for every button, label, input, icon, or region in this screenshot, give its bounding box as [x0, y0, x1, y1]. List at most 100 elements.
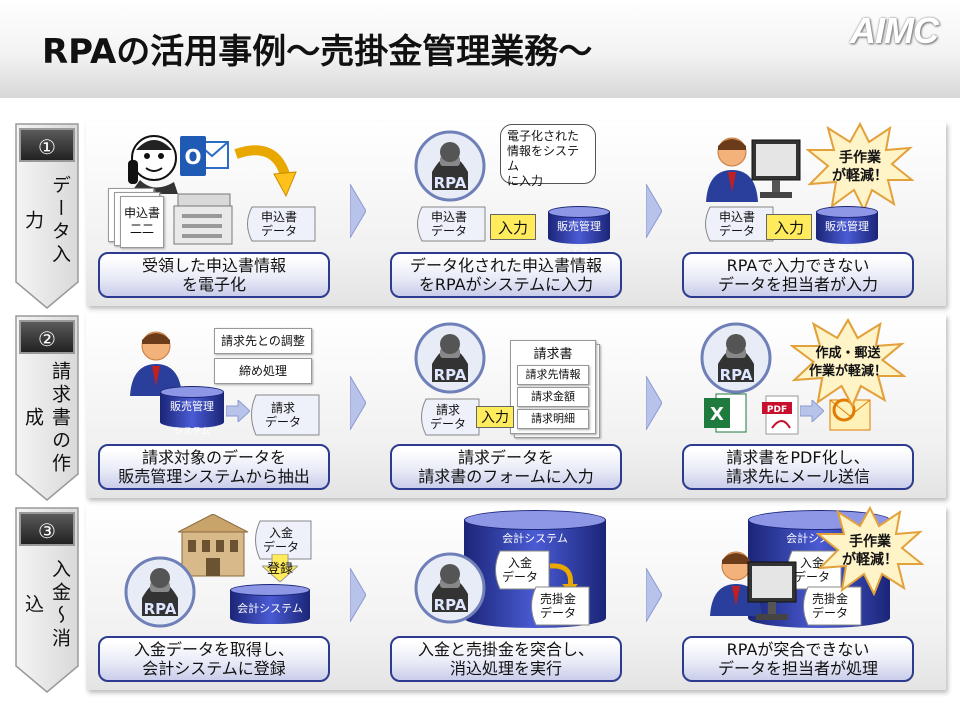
- doc-line-1: 申込書: [260, 210, 297, 224]
- deposit-data-doc: 入金 データ: [490, 550, 550, 590]
- bank-building-icon: [178, 514, 248, 577]
- rpa-robot-icon: RPA: [414, 130, 486, 202]
- rpa-text: RPA: [720, 366, 753, 384]
- receivable-data-doc: 売掛金 データ: [526, 586, 590, 626]
- caption-2-2: 請求データを 請求書のフォームに入力: [390, 444, 622, 490]
- step-number: ②: [19, 320, 75, 354]
- doc-line-2: データ: [501, 570, 538, 584]
- step-tab-2: ② 請求書の作成: [14, 314, 80, 502]
- burst-line: 作成・郵送: [815, 346, 881, 361]
- caption-line: 請求対象のデータを: [141, 448, 286, 467]
- caption-1-2: データ化された申込書情報 をRPAがシステムに入力: [390, 252, 622, 298]
- doc-line-2: データ: [718, 224, 755, 238]
- application-data-doc: 申込書 データ: [412, 206, 486, 242]
- rpa-text: RPA: [144, 600, 177, 618]
- accounting-system-db: 会計システム: [230, 584, 310, 626]
- doc-line-2: データ: [260, 224, 297, 238]
- flow-arrow-right: [350, 568, 366, 622]
- burst-line: 手作業: [839, 150, 881, 166]
- caption-line: データ化された申込書情報: [409, 256, 602, 275]
- rpa-text: RPA: [434, 596, 467, 614]
- caption-2-1: 請求対象のデータを 販売管理システムから抽出: [98, 444, 330, 490]
- caption-line: 会計システムに登録: [142, 659, 286, 678]
- doc-line-1: 申込書: [718, 210, 755, 224]
- burden-reduced-burst: 手作業が軽減！: [816, 506, 924, 596]
- doc-line-2: データ: [793, 570, 830, 584]
- rpa-callout: 電子化された 情報をシステム に入力: [500, 124, 596, 188]
- page-title: RPAの活用事例～売掛金管理業務～: [42, 32, 593, 72]
- curved-arrow-icon: [234, 145, 297, 198]
- invoice-field: 請求金額: [517, 387, 589, 407]
- flow-arrow-right: [646, 568, 662, 622]
- callout-line: に入力: [507, 174, 544, 188]
- mail-send-icon: [829, 398, 871, 431]
- doc-line-1: 売掛金: [539, 592, 576, 606]
- sales-system-db: 販売管理システム: [548, 206, 610, 257]
- svg-text:PDF: PDF: [767, 405, 787, 415]
- caption-line: 請求書をPDF化し、: [726, 448, 870, 467]
- caption-line: 販売管理システムから抽出: [118, 467, 310, 486]
- step-label: 請求書の作成: [22, 360, 71, 476]
- scanner-copier-icon: [173, 193, 233, 245]
- doc-line-1: 入金: [799, 556, 824, 570]
- step-tab-3: ③ 入金～消込: [14, 506, 80, 694]
- rpa-robot-icon: RPA: [124, 556, 196, 628]
- rpa-robot-icon: RPA: [414, 552, 486, 624]
- db-line: 販売管理: [557, 220, 601, 233]
- step-number: ①: [19, 128, 75, 162]
- caption-3-3: RPAが突合できない データを担当者が処理: [682, 636, 914, 682]
- doc-line-2: データ: [430, 224, 467, 238]
- caption-line: 請求書のフォームに入力: [418, 467, 594, 486]
- svg-text:X: X: [710, 404, 724, 425]
- burst-line: 手作業: [849, 534, 891, 550]
- invoice-form: 請求書 請求先情報 請求金額 請求明細: [510, 340, 600, 438]
- doc-line-1: 申込書: [430, 210, 467, 224]
- callout-line: 情報をシステム: [507, 144, 580, 173]
- arrow-down-icon: [262, 554, 298, 582]
- billing-data-doc: 請求 データ: [246, 394, 320, 436]
- doc-line-2: データ: [262, 540, 299, 554]
- doc-line-2: データ: [539, 606, 576, 620]
- callout-line: 電子化された: [507, 129, 580, 143]
- aimc-logo: AIMC: [850, 10, 939, 51]
- caption-line: 請求データを: [457, 448, 554, 467]
- register-label: 登録: [266, 562, 293, 577]
- staff-person-icon: [130, 331, 182, 396]
- accounting-system-db: 会計システム: [464, 510, 606, 628]
- chevron-shape: [15, 507, 79, 693]
- arrow-right-icon: [226, 400, 250, 422]
- caption-1-3: RPAで入力できない データを担当者が入力: [682, 252, 914, 298]
- sales-system-db: 販売管理システム: [816, 206, 878, 257]
- staff-person-icon: [706, 137, 758, 202]
- caption-line: 入金と売掛金を突合し、: [417, 640, 594, 659]
- caption-line: 消込処理を実行: [449, 659, 562, 678]
- doc-line-1: 請求: [435, 403, 460, 417]
- header-bar: RPAの活用事例～売掛金管理業務～ AIMC: [0, 0, 960, 98]
- svg-text:O: O: [184, 145, 201, 169]
- caption-line: RPAで入力できない: [726, 256, 870, 275]
- step-label: 入金～消込: [22, 559, 71, 651]
- input-label: 入力: [490, 214, 536, 240]
- caption-line: RPAが突合できない: [726, 640, 870, 659]
- invoice-field: 請求明細: [517, 409, 589, 429]
- task-box-closing: 締め処理: [214, 358, 312, 384]
- step-tab-1: ① データ入力: [14, 122, 80, 310]
- burst-line: 作業が軽減！: [808, 364, 887, 379]
- db-line: 販売管理: [170, 400, 214, 413]
- flow-arrow-right: [646, 376, 662, 430]
- row-band-3: RPA 入金 データ 登録 会計システム 入金データを取得し、 会計システムに登…: [86, 506, 946, 690]
- caption-line: データを担当者が処理: [717, 659, 878, 678]
- rpa-text: RPA: [434, 366, 467, 384]
- caption-line: 請求先にメール送信: [725, 467, 870, 486]
- paper-form-title: 申込書: [123, 206, 160, 220]
- flow-arrow-right: [646, 184, 662, 238]
- chevron-shape: [15, 123, 79, 309]
- receivable-data-doc: 売掛金 データ: [798, 586, 862, 626]
- row-band-1: O 申込書 二二 申込書 データ 受領した申込書情報 を電子化 RPA: [86, 122, 946, 306]
- flow-arrow-right: [350, 184, 366, 238]
- flow-arrow-right: [350, 376, 366, 430]
- caption-1-1: 受領した申込書情報 を電子化: [98, 252, 330, 298]
- db-line: 会計システム: [237, 602, 303, 615]
- db-line: システム: [174, 427, 210, 437]
- burst-line: が軽減！: [832, 168, 888, 184]
